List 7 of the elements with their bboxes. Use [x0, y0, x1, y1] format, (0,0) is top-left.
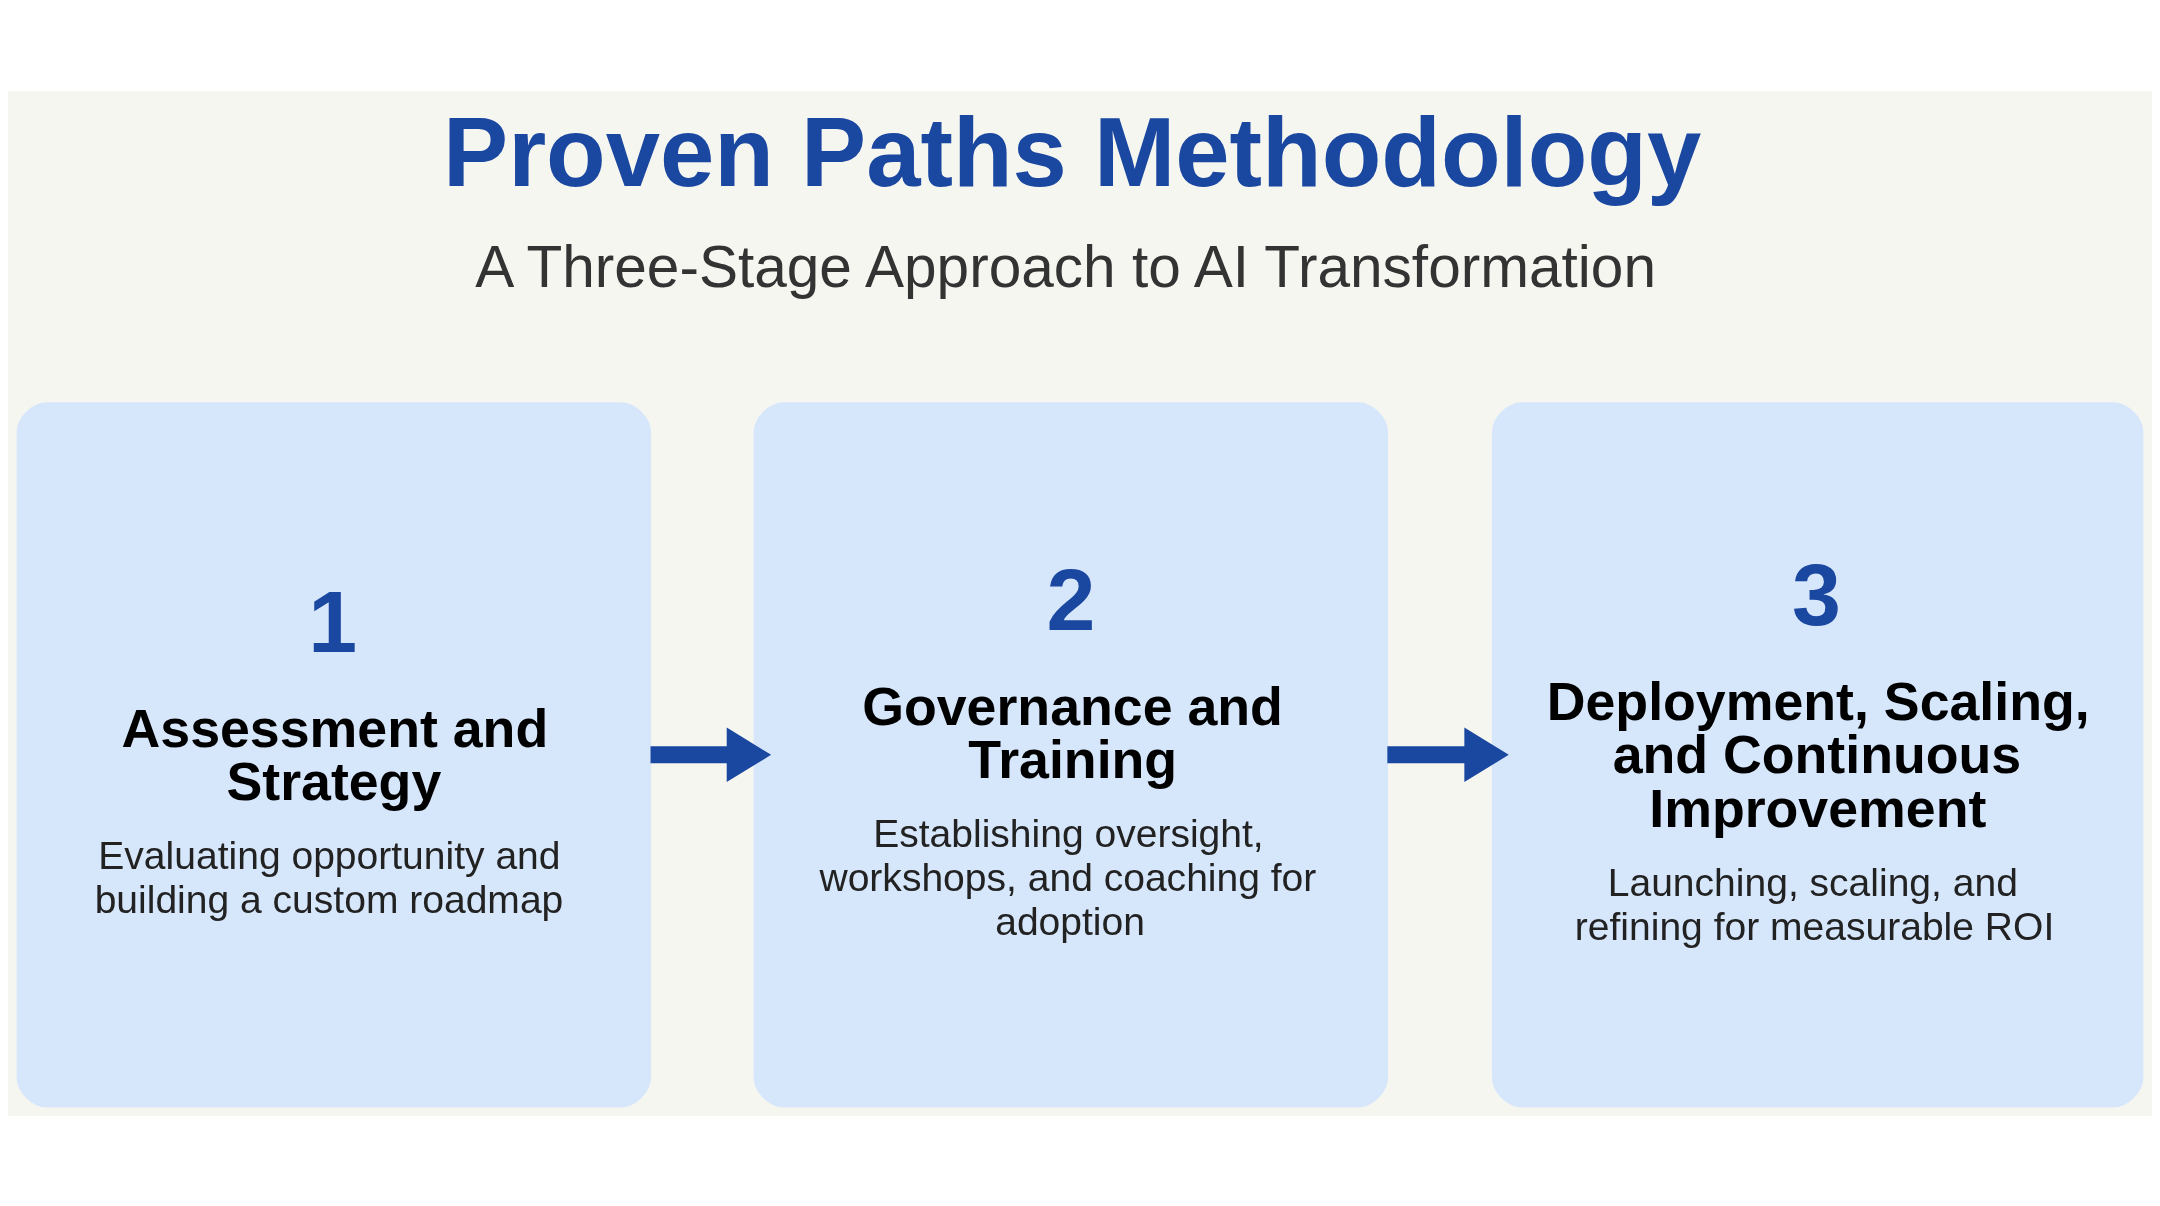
diagram-title: Proven Paths Methodology: [443, 97, 1702, 207]
arrow: [1387, 727, 1509, 782]
node-box: 1 Assessment and Strategy Evaluating opportunity and building a custom roadmap: [16, 401, 652, 1107]
arrow: [650, 727, 772, 782]
label: A Three-Stage Approach to AI Transformation: [475, 233, 1657, 299]
node-box: 2 Governance and Training Establishing oversight, workshops, and coaching for adoption: [753, 401, 1389, 1107]
node-box: 3 Deployment, Scaling, and Continuous Improvement Launching, scaling, and refining for measurable ROI: [1491, 401, 2144, 1107]
